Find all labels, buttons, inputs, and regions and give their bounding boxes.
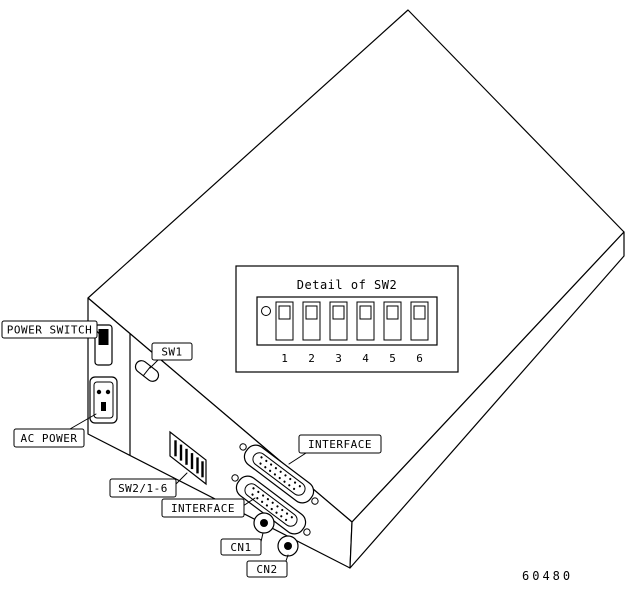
callout-label: INTERFACE	[308, 438, 372, 451]
dip-number: 6	[416, 352, 423, 365]
callout-label: POWER SWITCH	[7, 324, 92, 337]
callout-power-switch: POWER SWITCH	[1, 320, 102, 339]
dip-switch-detail	[256, 296, 438, 346]
dip-number: 4	[362, 352, 369, 365]
dip-cell	[329, 301, 348, 341]
callout-sw2: SW2/1-6	[109, 472, 188, 498]
dip-number: 1	[281, 352, 288, 365]
callout-label: SW1	[161, 346, 182, 359]
callout-sw1: SW1	[149, 342, 193, 369]
dip-cell	[383, 301, 402, 341]
interface-connector-upper	[239, 443, 319, 505]
dip-cell	[356, 301, 375, 341]
callout-cn2: CN2	[246, 554, 289, 578]
cn1-connector	[253, 512, 275, 534]
cn2-connector	[277, 535, 299, 557]
callout-ac-power: AC POWER	[13, 413, 97, 448]
sw2-dip-stripes	[174, 440, 204, 478]
callout-label: SW2/1-6	[118, 482, 168, 495]
connector-pins	[251, 487, 293, 521]
ac-power-inlet	[89, 376, 118, 424]
ac-inlet-pin	[96, 389, 102, 395]
leader-line	[149, 359, 159, 369]
interface-connector-lower	[231, 474, 311, 536]
power-switch	[94, 324, 113, 366]
power-switch-rocker	[98, 329, 109, 345]
leader-line	[69, 413, 97, 430]
callout-label: INTERFACE	[171, 502, 235, 515]
callout-cn1: CN1	[220, 532, 264, 556]
callout-label: AC POWER	[21, 432, 78, 445]
connector-pins	[259, 456, 301, 490]
callout-interface-upper: INTERFACE	[288, 434, 382, 465]
detail-panel: Detail of SW2 1 2 3 4 5 6	[235, 265, 459, 373]
leader-line	[288, 452, 307, 465]
dip-number: 2	[308, 352, 315, 365]
device-right-face	[349, 231, 625, 569]
figure-number: 60480	[522, 569, 573, 583]
detail-panel-title: Detail of SW2	[297, 278, 397, 292]
callout-interface-lower: INTERFACE	[161, 497, 256, 518]
screw-hole	[311, 497, 319, 505]
dip-cell	[275, 301, 294, 341]
callout-label: CN1	[230, 541, 251, 554]
ac-inlet-ground-slot	[101, 402, 106, 411]
screw-hole	[231, 474, 239, 482]
leader-line	[285, 554, 289, 562]
dip-number: 5	[389, 352, 396, 365]
dip-cell	[410, 301, 429, 341]
dip-cell	[302, 301, 321, 341]
callout-label: CN2	[256, 563, 277, 576]
dip-position-numbers: 1 2 3 4 5 6	[281, 352, 423, 365]
screw-hole	[303, 528, 311, 536]
leader-line	[242, 497, 256, 507]
dip-pin1-indicator	[261, 306, 271, 316]
screw-hole	[239, 443, 247, 451]
sw2-dip-switch	[169, 430, 207, 486]
dip-number: 3	[335, 352, 342, 365]
ac-inlet-pin	[105, 389, 111, 395]
sw1-switch	[134, 360, 160, 382]
